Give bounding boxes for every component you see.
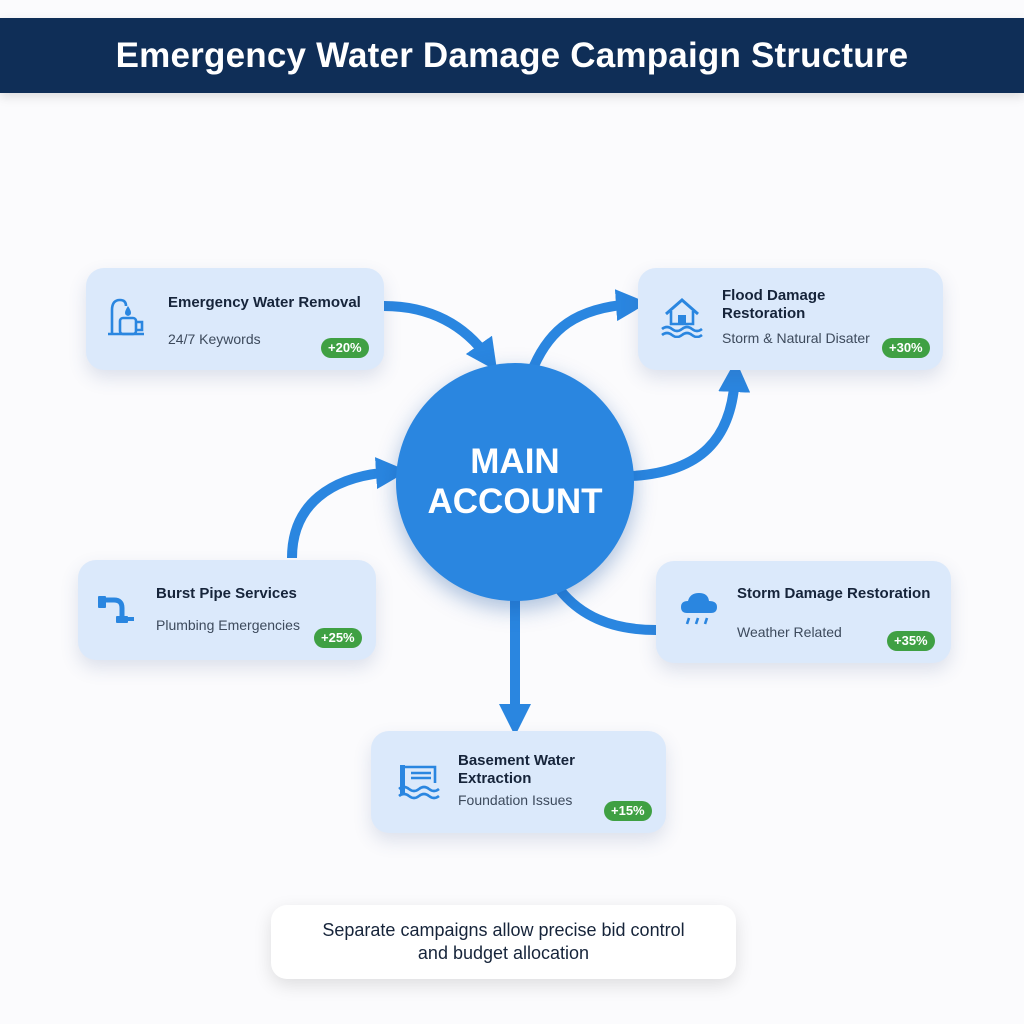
arrow-pipe-to-hub (287, 457, 408, 559)
bid-adjustment-badge: +20% (321, 338, 369, 358)
bid-adjustment-badge: +15% (604, 801, 652, 821)
bid-adjustment-badge: +35% (887, 631, 935, 651)
pipe-icon (98, 596, 134, 623)
campaign-title-line1: Basement Water (458, 752, 575, 769)
campaign-card-storm-damage[interactable]: Storm Damage Restoration Weather Related… (656, 561, 951, 663)
bid-adjustment-badge: +25% (314, 628, 362, 648)
arrow-hub-to-flood-top (529, 289, 648, 369)
campaign-subtitle: Plumbing Emergencies (156, 617, 300, 633)
footer-note-line2: and budget allocation (417, 943, 590, 963)
campaign-title-line2: Restoration (722, 305, 806, 322)
rain-cloud-icon (681, 593, 717, 625)
arrow-hub-to-storm (556, 586, 657, 635)
campaign-card-flood-damage[interactable]: Flood Damage Restoration Storm & Natural… (638, 268, 943, 370)
footer-note: Separate campaigns allow precise bid con… (271, 905, 736, 979)
main-account-hub: MAIN ACCOUNT (396, 363, 634, 601)
header-bar: Emergency Water Damage Campaign Structur… (0, 18, 1024, 93)
campaign-card-basement-extraction[interactable]: Basement Water Extraction Foundation Iss… (371, 731, 666, 833)
arrow-removal-to-hub (383, 301, 498, 372)
flooded-house-icon (661, 298, 703, 338)
arrow-hub-to-flood-side (631, 360, 751, 481)
campaign-title: Flood Damage Restoration (722, 287, 825, 323)
campaign-title: Emergency Water Removal (168, 294, 361, 311)
campaign-subtitle: Foundation Issues (458, 792, 573, 808)
campaign-subtitle: 24/7 Keywords (168, 331, 261, 347)
campaign-title-line1: Flood Damage (722, 287, 826, 304)
campaign-title-line2: Extraction (458, 770, 532, 787)
campaign-subtitle: Weather Related (737, 624, 842, 640)
footer-note-line1: Separate campaigns allow precise bid con… (322, 920, 685, 940)
basement-water-icon (398, 765, 440, 800)
hub-label-line2: ACCOUNT (427, 482, 603, 521)
campaign-title: Basement Water Extraction (458, 752, 575, 788)
page-title: Emergency Water Damage Campaign Structur… (115, 35, 909, 75)
campaign-title: Burst Pipe Services (156, 585, 297, 602)
campaign-subtitle: Storm & Natural Disater (722, 330, 870, 346)
bid-adjustment-badge: +30% (882, 338, 930, 358)
campaign-card-burst-pipe[interactable]: Burst Pipe Services Plumbing Emergencies… (78, 560, 376, 660)
campaign-card-water-removal[interactable]: Emergency Water Removal 24/7 Keywords +2… (86, 268, 384, 370)
campaign-title: Storm Damage Restoration (737, 585, 931, 602)
hub-label-line1: MAIN (470, 442, 560, 481)
water-pump-icon (108, 298, 144, 336)
